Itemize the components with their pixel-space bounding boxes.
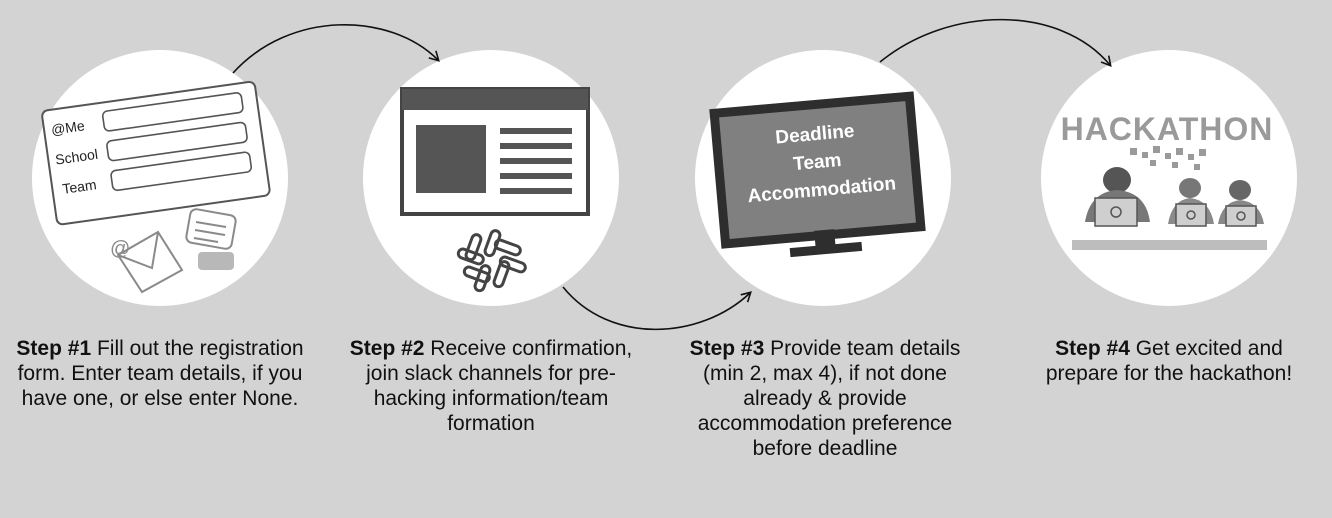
step-1-text: Fill out the registration form. Enter te… xyxy=(17,337,304,410)
monitor-icon: Deadline Team Accommodation xyxy=(709,91,926,258)
step-2-label: Step #2 xyxy=(349,337,425,360)
chat-bubble-icon xyxy=(185,208,237,270)
step-1-description: Step #1 Fill out the registration form. … xyxy=(15,336,305,411)
step-4-label: Step #4 xyxy=(1055,337,1130,360)
form-label-school: School xyxy=(54,146,99,168)
svg-text:@: @ xyxy=(110,238,130,260)
arrow-step3-to-step4 xyxy=(879,18,1112,68)
step-2-description: Step #2 Receive confirmation, join slack… xyxy=(346,336,636,436)
arrow-step1-to-step2 xyxy=(232,24,440,74)
step-3-text: Provide team details (min 2, max 4), if … xyxy=(697,337,961,460)
step-4-description: Step #4 Get excited and prepare for the … xyxy=(1024,336,1314,386)
slack-icon xyxy=(456,229,527,293)
monitor-line-team: Team xyxy=(792,150,842,175)
email-icon: @ xyxy=(110,230,184,294)
step-2-text: Receive confirmation, join slack channel… xyxy=(366,337,633,435)
step-1-label: Step #1 xyxy=(16,337,92,360)
arrow-step2-to-step3 xyxy=(562,286,752,331)
form-label-me: @Me xyxy=(50,117,86,138)
webpage-icon xyxy=(400,87,590,216)
form-label-team: Team xyxy=(61,176,97,197)
step-3-description: Step #3 Provide team details (min 2, max… xyxy=(680,336,970,461)
step-3-label: Step #3 xyxy=(689,337,765,360)
hackathon-banner-icon: HACKATHON xyxy=(1061,111,1274,250)
registration-form-icon: @Me School Team xyxy=(41,80,271,226)
step-4-text: Get excited and prepare for the hackatho… xyxy=(1045,337,1293,385)
step-4-circle xyxy=(1041,50,1297,306)
hackathon-title: HACKATHON xyxy=(1061,111,1274,147)
